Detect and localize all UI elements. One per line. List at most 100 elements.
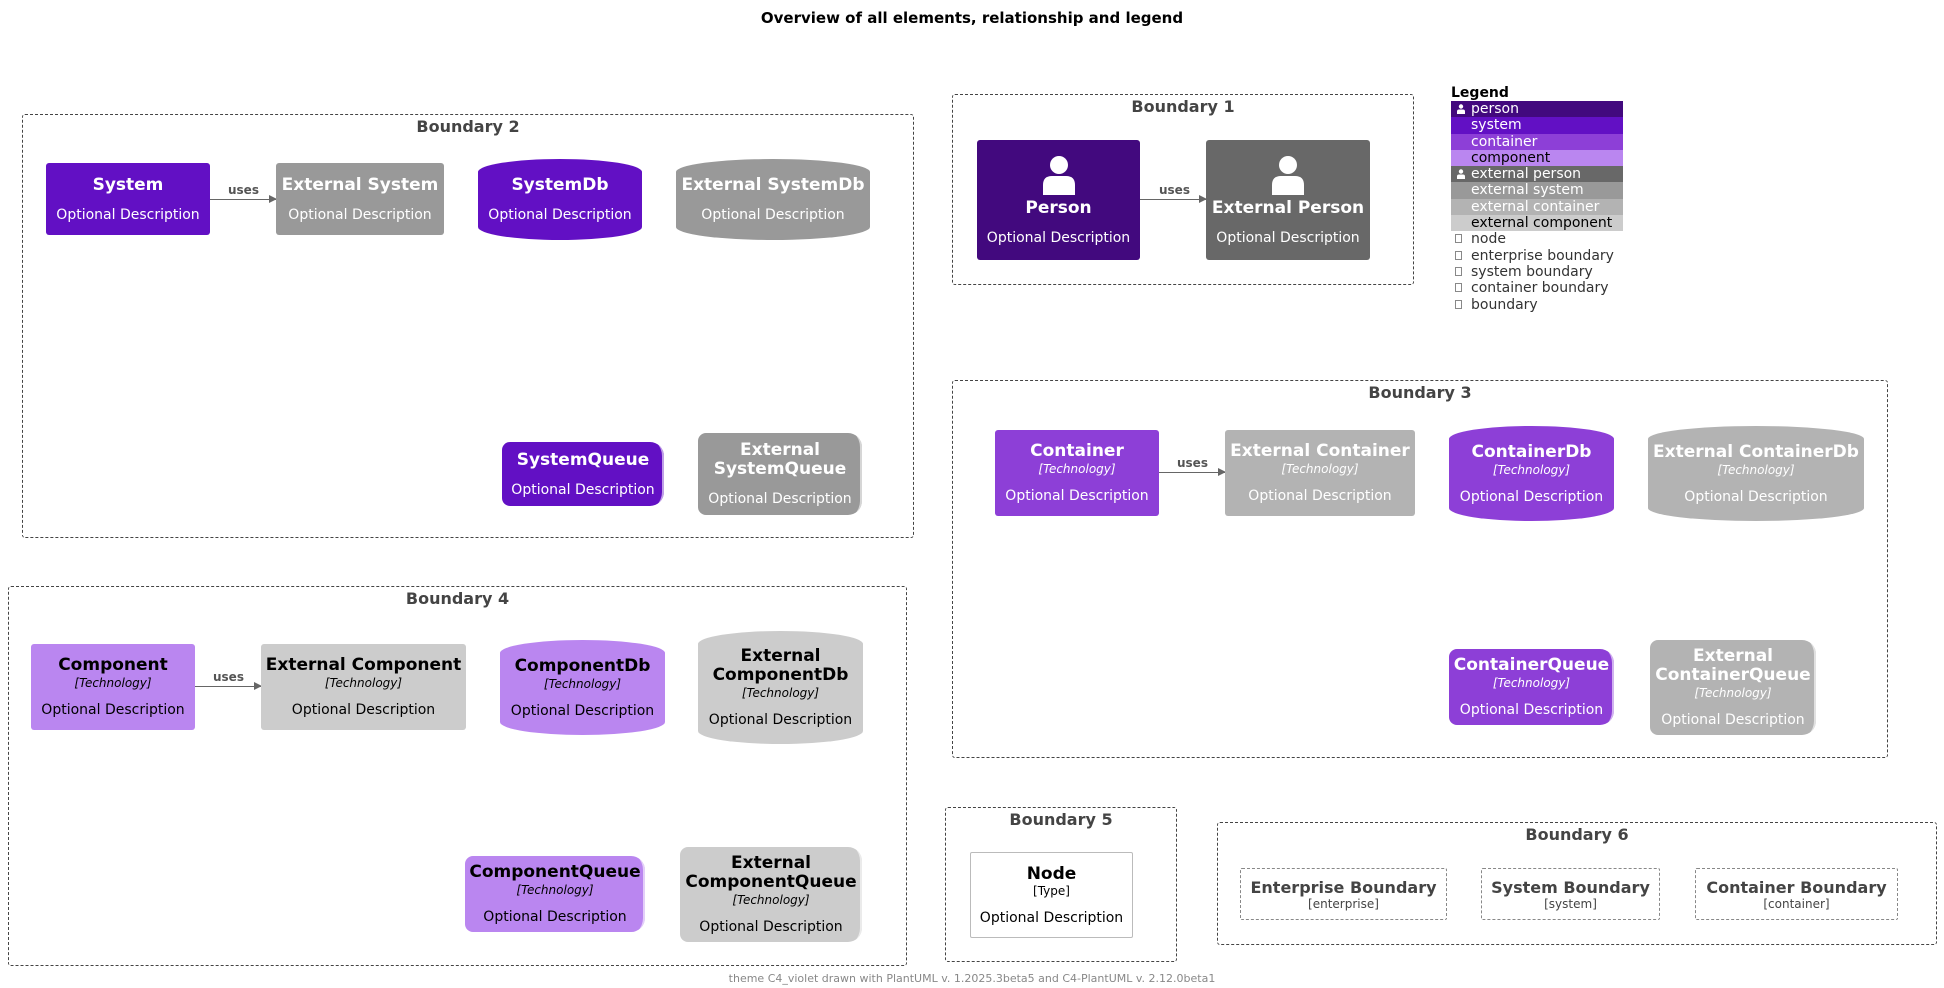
external-component-queue[interactable]: External ComponentQueue [Technology] Opt… <box>680 847 862 942</box>
element-technology: [Technology] <box>516 883 594 897</box>
component-box[interactable]: Component [Technology] Optional Descript… <box>31 644 195 730</box>
external-component-db-cylinder[interactable]: External ComponentDb [Technology] Option… <box>698 631 863 744</box>
element-name: Node <box>1026 864 1077 884</box>
element-description: Optional Description <box>483 909 627 925</box>
element-name: System <box>92 174 164 195</box>
diagram-title: Overview of all elements, relationship a… <box>760 9 1184 27</box>
element-technology: [Technology] <box>1281 462 1359 476</box>
legend-item-label: person <box>1471 101 1519 117</box>
element-name-line-1: External <box>730 853 812 873</box>
system-queue[interactable]: SystemQueue Optional Description <box>502 442 664 506</box>
element-description: Optional Description <box>1661 712 1805 728</box>
system-box[interactable]: System Optional Description <box>46 163 210 235</box>
external-container-db-cylinder[interactable]: External ContainerDb [Technology] Option… <box>1648 426 1864 521</box>
element-type: [Type] <box>1033 884 1070 898</box>
element-description: Optional Description <box>1684 488 1828 505</box>
element-description: Optional Description <box>1459 488 1604 505</box>
relationship-label: uses <box>1177 456 1208 470</box>
element-technology: [Technology] <box>324 676 403 690</box>
container-db-cylinder[interactable]: ContainerDb [Technology] Optional Descri… <box>1449 426 1614 521</box>
legend-item: boundary <box>1451 297 1623 313</box>
legend-item: component <box>1451 149 1623 167</box>
external-system-box[interactable]: External System Optional Description <box>276 163 444 235</box>
legend-marker-icon <box>1455 234 1462 244</box>
boundary-1: Boundary 1 <box>952 94 1414 285</box>
element-name-line-1: External <box>739 440 821 460</box>
element-description: Optional Description <box>511 481 655 498</box>
boundary-title: Boundary 3 <box>1368 383 1472 402</box>
boundary-3: Boundary 3 <box>952 380 1888 758</box>
element-name: External Person <box>1211 197 1365 218</box>
element-name: ComponentDb <box>514 655 651 676</box>
legend-item-label: system boundary <box>1471 263 1593 280</box>
boundary-2: Boundary 2 <box>22 114 914 538</box>
container-queue[interactable]: ContainerQueue [Technology] Optional Des… <box>1449 649 1614 725</box>
element-name: ContainerDb <box>1471 441 1592 462</box>
element-description: Optional Description <box>986 229 1131 246</box>
element-description: Optional Description <box>510 702 655 719</box>
external-person-box[interactable]: External Person Optional Description <box>1206 140 1370 260</box>
element-name: Container Boundary <box>1706 877 1887 897</box>
external-system-db-cylinder[interactable]: External SystemDb Optional Description <box>676 159 870 240</box>
relationship-label: uses <box>213 670 244 684</box>
legend-marker-icon <box>1455 283 1462 293</box>
element-description: Optional Description <box>708 712 853 728</box>
element-description: Optional Description <box>488 207 632 223</box>
external-system-queue[interactable]: External SystemQueue Optional Descriptio… <box>698 433 862 515</box>
system-boundary-box[interactable]: System Boundary [system] <box>1481 868 1660 920</box>
legend-item-label: component <box>1471 149 1551 166</box>
component-db-cylinder[interactable]: ComponentDb [Technology] Optional Descri… <box>500 640 665 735</box>
external-container-box[interactable]: External Container [Technology] Optional… <box>1225 430 1415 516</box>
legend-item-label: container <box>1471 133 1538 150</box>
element-type: [container] <box>1763 896 1830 911</box>
element-name-line-2: ComponentQueue <box>685 872 857 892</box>
element-name: Person <box>1025 197 1092 218</box>
element-technology: [Technology] <box>1038 462 1116 476</box>
footer-credit: theme C4_violet drawn with PlantUML v. 1… <box>728 972 1216 985</box>
element-name: External System <box>281 174 439 195</box>
external-container-queue[interactable]: External ContainerQueue [Technology] Opt… <box>1650 640 1816 735</box>
node-box[interactable]: Node [Type] Optional Description <box>970 852 1133 938</box>
legend-item-label: external component <box>1471 215 1613 232</box>
legend-marker-icon <box>1455 299 1462 309</box>
container-box[interactable]: Container [Technology] Optional Descript… <box>995 430 1159 516</box>
system-db-cylinder[interactable]: SystemDb Optional Description <box>478 159 642 240</box>
legend-item: external person <box>1451 166 1623 183</box>
legend-item-label: system <box>1471 117 1522 134</box>
element-technology: [Technology] <box>74 676 152 690</box>
element-name: Enterprise Boundary <box>1250 877 1437 897</box>
external-component-box[interactable]: External Component [Technology] Optional… <box>261 644 466 730</box>
element-name: ContainerQueue <box>1453 655 1610 675</box>
boundary-title: Boundary 2 <box>416 117 520 136</box>
element-description: Optional Description <box>708 491 852 507</box>
boundary-4: Boundary 4 <box>8 586 907 966</box>
component-queue[interactable]: ComponentQueue [Technology] Optional Des… <box>465 856 645 932</box>
person-box[interactable]: Person Optional Description <box>977 140 1140 260</box>
element-description: Optional Description <box>41 702 185 718</box>
legend-item-label: external person <box>1471 166 1582 183</box>
person-icon <box>1272 155 1304 195</box>
element-technology: [Technology] <box>1492 676 1571 690</box>
element-description: Optional Description <box>1248 488 1392 504</box>
element-description: Optional Description <box>1005 488 1149 504</box>
element-name: External Component <box>265 655 462 675</box>
relationship-arrow <box>1140 195 1207 203</box>
container-boundary-box[interactable]: Container Boundary [container] <box>1695 868 1898 920</box>
element-name: ComponentQueue <box>469 862 641 882</box>
legend-marker-icon <box>1455 266 1462 276</box>
person-icon <box>1457 169 1465 180</box>
relationship-arrow <box>210 195 277 203</box>
legend-item-label: external system <box>1471 182 1584 199</box>
legend-item: container <box>1451 133 1623 150</box>
element-description: Optional Description <box>699 919 843 935</box>
legend-item: system boundary <box>1451 264 1623 280</box>
enterprise-boundary-box[interactable]: Enterprise Boundary [enterprise] <box>1240 868 1447 920</box>
element-technology: [Technology] <box>1492 462 1571 477</box>
element-name-line-1: External <box>740 646 821 666</box>
element-technology: [Technology] <box>732 893 810 907</box>
element-name: SystemDb <box>511 175 609 195</box>
element-description: Optional Description <box>288 206 432 223</box>
boundary-title: Boundary 6 <box>1525 825 1629 844</box>
